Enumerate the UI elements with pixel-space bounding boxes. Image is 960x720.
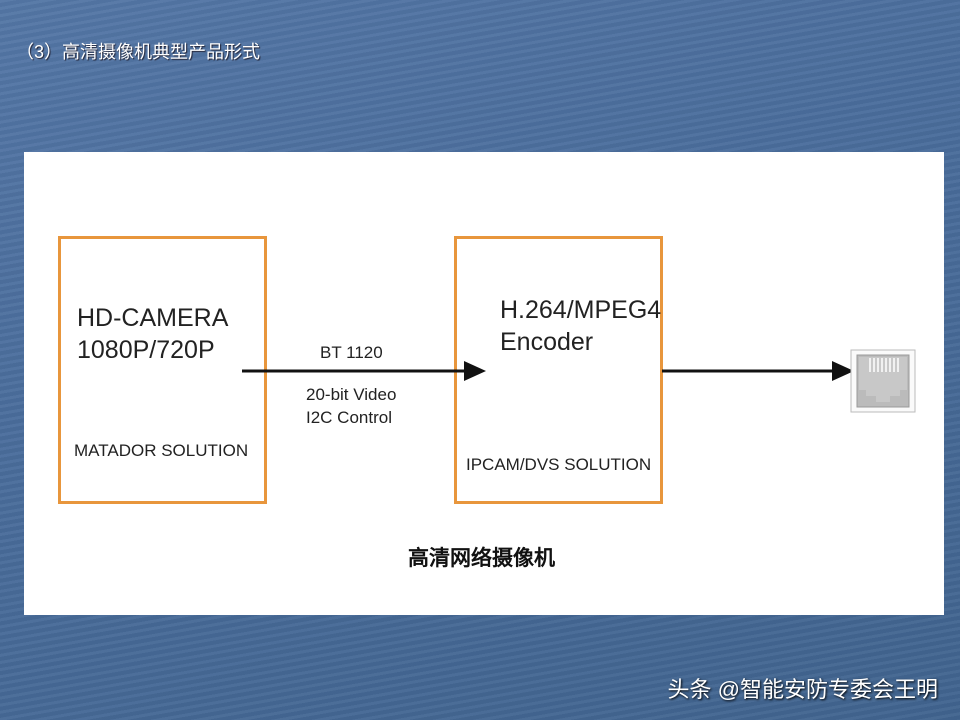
arrow-encoder-to-network [662,361,854,381]
camera-resolution: 1080P/720P [77,336,215,364]
encoder-label-2: Encoder [500,328,594,356]
slide-title: （3）高清摄像机典型产品形式 [16,42,261,62]
camera-box: HD-CAMERA 1080P/720P MATADOR SOLUTION [58,236,267,504]
diagram-caption: 高清网络摄像机 [408,547,555,570]
encoder-label: H.264/MPEG4 [500,296,662,324]
watermark: 头条 @智能安防专委会王明 [667,677,938,702]
bus-label: BT 1120 [320,343,383,362]
ethernet-port-icon [850,349,916,413]
camera-label: HD-CAMERA [77,304,229,332]
diagram-panel: HD-CAMERA 1080P/720P MATADOR SOLUTION H.… [24,152,944,615]
arrows [242,349,916,413]
camera-solution: MATADOR SOLUTION [74,441,249,460]
control-label: I2C Control [306,408,392,427]
encoder-solution: IPCAM/DVS SOLUTION [466,455,652,474]
arrow-camera-to-encoder [242,361,486,381]
video-label: 20-bit Video [306,385,397,404]
